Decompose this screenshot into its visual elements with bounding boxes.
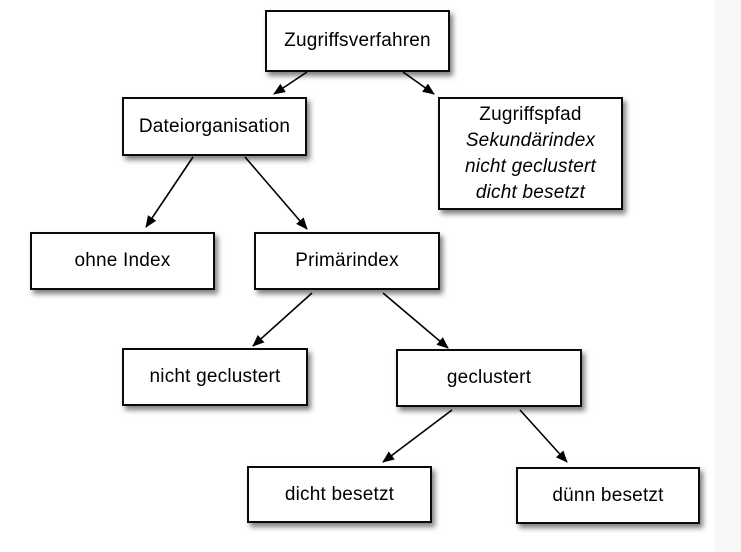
edge-geclustert-dicht-besetzt <box>382 409 453 463</box>
node-duenn-besetzt: dünn besetzt <box>516 467 700 524</box>
node-geclustert: geclustert <box>396 349 582 407</box>
edge-zugriffsverfahren-zugriffspfad <box>402 71 435 95</box>
node-ohne-index: ohne Index <box>30 232 215 290</box>
node-geclustert-label: geclustert <box>446 367 532 388</box>
node-dicht-besetzt: dicht besetzt <box>247 466 432 523</box>
node-dateiorganisation: Dateiorganisation <box>122 97 307 156</box>
page-right-gutter <box>715 0 741 552</box>
node-nicht-geclustert-label: nicht geclustert <box>149 366 281 387</box>
edge-dateiorganisation-ohne-index <box>145 156 194 228</box>
node-zugriffspfad-line-1: Zugriffspfad <box>479 103 582 125</box>
node-zugriffspfad-line-3: nicht geclustert <box>465 155 596 177</box>
node-zugriffsverfahren-label: Zugriffsverfahren <box>284 30 431 51</box>
node-zugriffspfad-line-2: Sekundärindex <box>465 129 596 151</box>
edge-dateiorganisation-primaerindex <box>244 156 308 230</box>
edge-geclustert-duenn-besetzt <box>519 409 568 463</box>
node-nicht-geclustert: nicht geclustert <box>122 348 308 406</box>
edge-primaerindex-geclustert <box>382 292 449 349</box>
node-ohne-index-label: ohne Index <box>74 250 171 271</box>
node-dateiorganisation-label: Dateiorganisation <box>138 115 291 137</box>
edge-primaerindex-nicht-geclustert <box>252 292 313 347</box>
node-primaerindex: Primärindex <box>254 232 440 290</box>
node-zugriffspfad-line-4: dicht besetzt <box>475 181 586 203</box>
edge-zugriffsverfahren-dateiorganisation <box>273 71 308 95</box>
node-zugriffspfad: Zugriffspfad Sekundärindex nicht geclust… <box>438 97 623 210</box>
node-zugriffsverfahren: Zugriffsverfahren <box>265 10 450 72</box>
node-primaerindex-label: Primärindex <box>295 250 399 271</box>
node-dicht-besetzt-label: dicht besetzt <box>284 483 395 505</box>
node-duenn-besetzt-label: dünn besetzt <box>552 484 664 506</box>
